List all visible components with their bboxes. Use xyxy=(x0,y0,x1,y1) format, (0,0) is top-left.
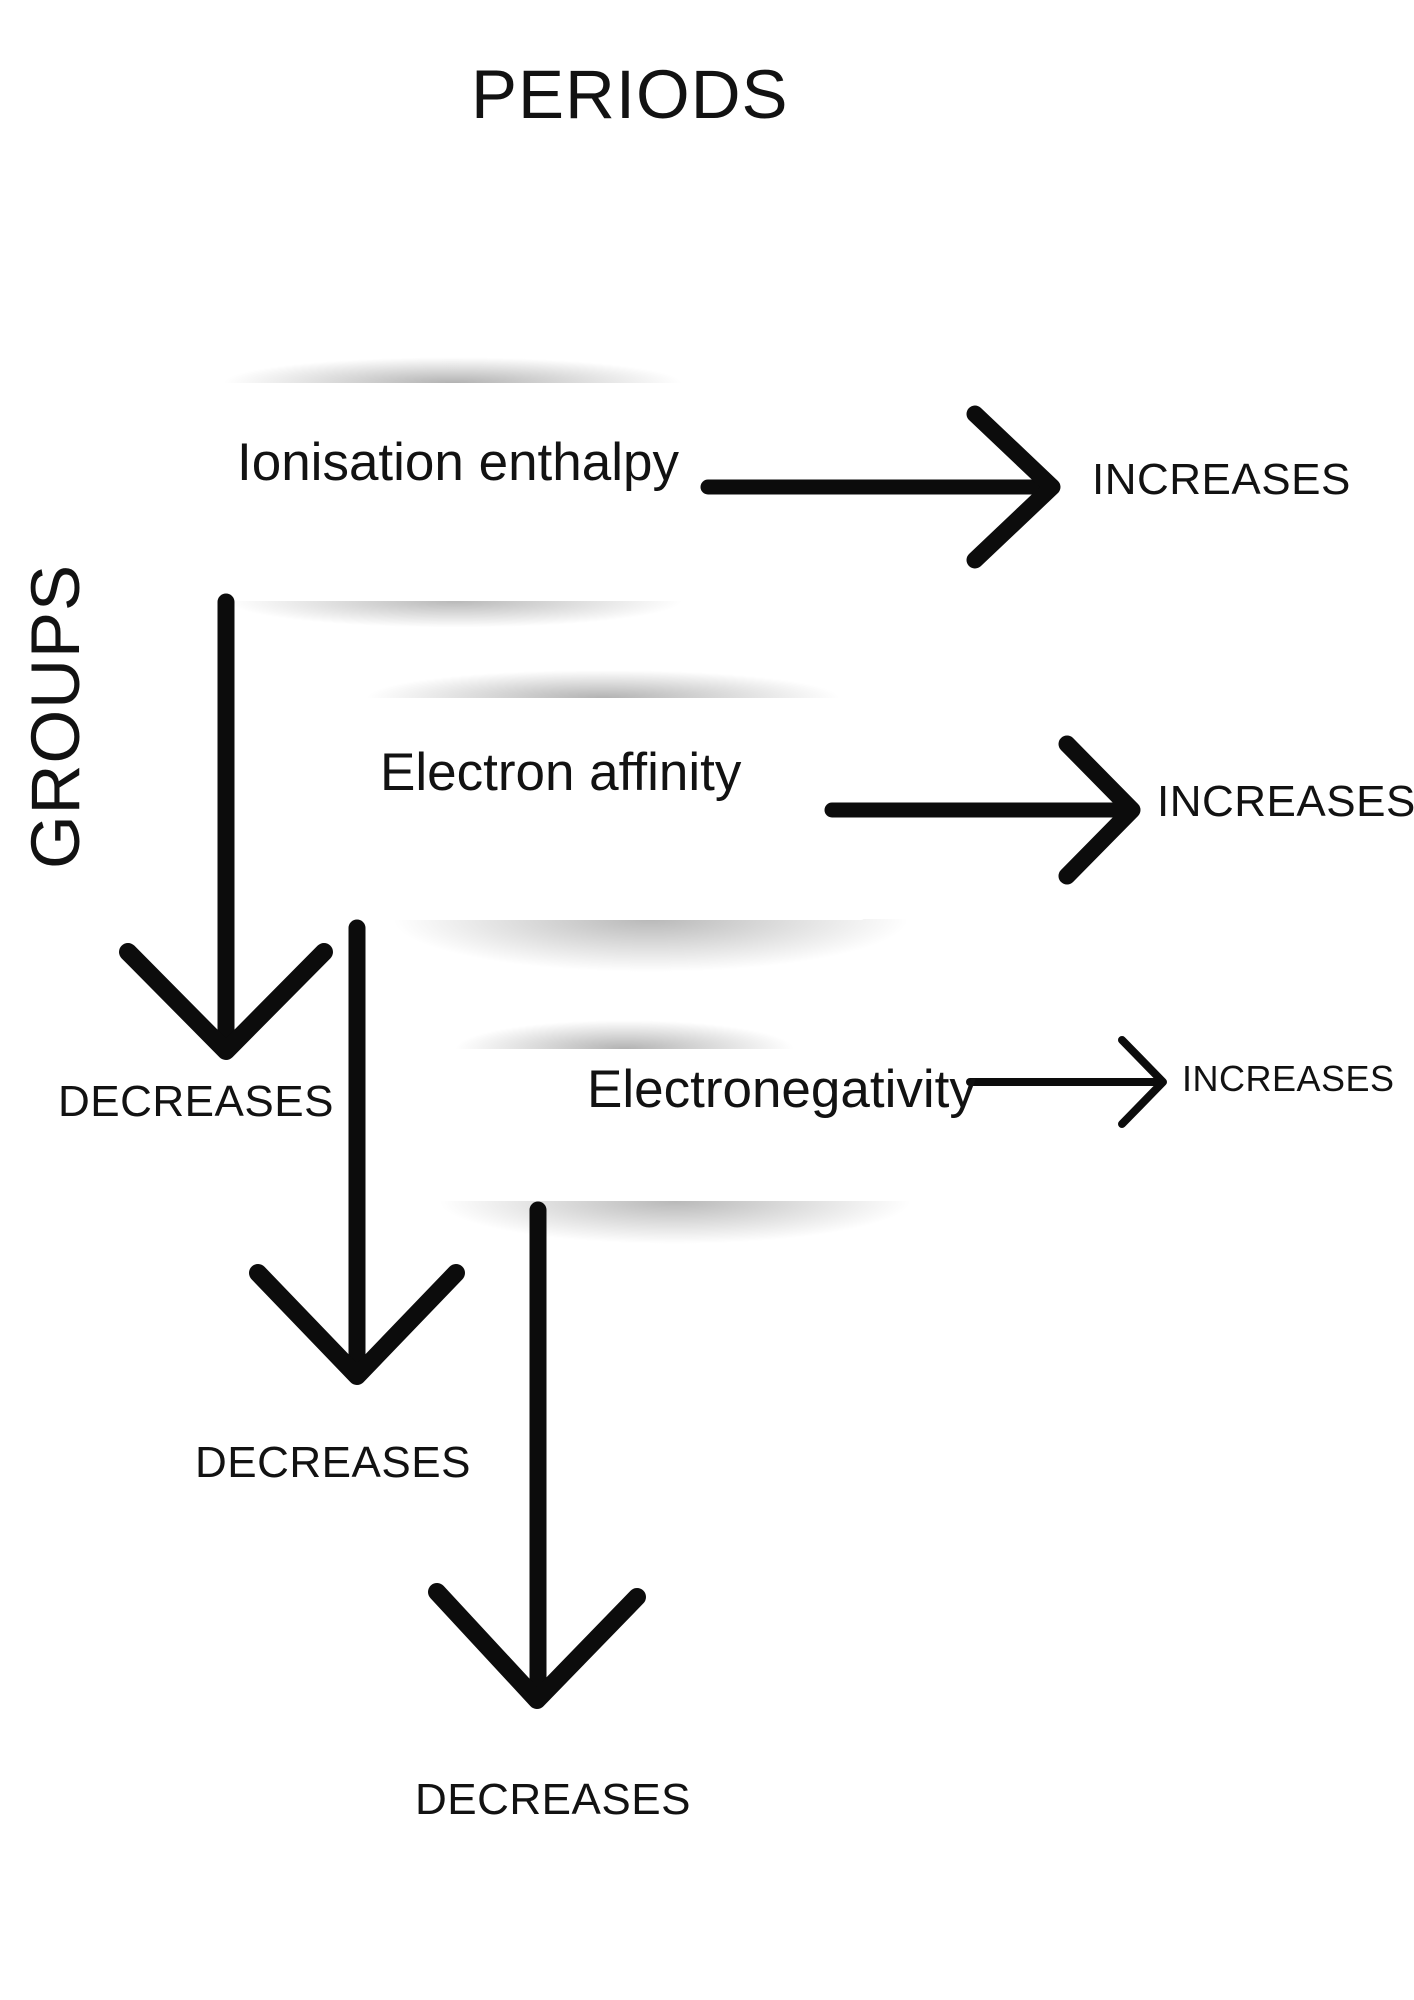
ionisation-enthalpy-card xyxy=(190,383,717,601)
page-title: PERIODS xyxy=(471,56,789,133)
electron-affinity-card xyxy=(330,698,865,920)
electronegativity-decrease-down-arrow-icon xyxy=(428,1201,646,1709)
card-shadow xyxy=(350,919,951,987)
electron-affinity-increases-label: INCREASES xyxy=(1157,777,1414,826)
groups-axis-label: GROUPS xyxy=(17,563,94,869)
ionisation-decrease-down-arrow-icon xyxy=(119,593,333,1060)
electron-affinity-decrease-down-arrow-icon xyxy=(249,919,465,1385)
electronegativity-card xyxy=(415,1049,945,1201)
electronegativity-increase-right-arrow-icon xyxy=(966,1036,1167,1128)
electronegativity-decreases-label: DECREASES xyxy=(415,1775,691,1824)
card-shadow xyxy=(327,662,879,698)
card-shadow xyxy=(185,350,720,383)
ionisation-increases-label: INCREASES xyxy=(1092,455,1351,504)
card-shadow xyxy=(190,601,720,635)
electronegativity-label: Electronegativity xyxy=(587,1060,976,1119)
electron-affinity-label: Electron affinity xyxy=(380,743,742,802)
electron-affinity-increase-right-arrow-icon xyxy=(824,735,1141,885)
ionisation-decreases-label: DECREASES xyxy=(58,1077,334,1126)
ionisation-increase-right-arrow-icon xyxy=(700,405,1061,569)
electron-affinity-decreases-label: DECREASES xyxy=(195,1438,471,1487)
electronegativity-increases-label: INCREASES xyxy=(1182,1058,1395,1099)
ionisation-enthalpy-label: Ionisation enthalpy xyxy=(237,433,679,492)
card-shadow xyxy=(400,1201,950,1256)
card-shadow xyxy=(427,1012,822,1049)
